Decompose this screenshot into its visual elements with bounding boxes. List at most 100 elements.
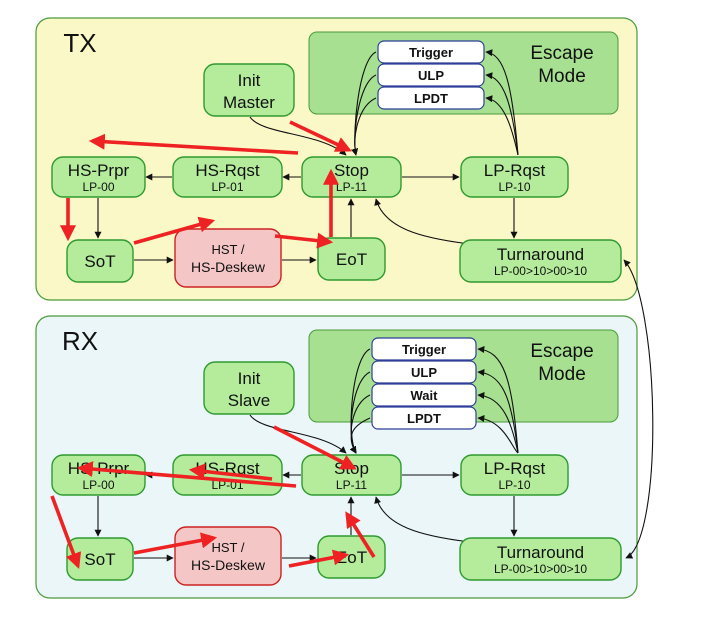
tx-state-sot-box: [66, 239, 134, 283]
rx-state-turnaround-box: [459, 537, 622, 581]
tx-init-box-rect: [203, 63, 295, 117]
tx-state-hst-sublabel: HS-Deskew: [191, 259, 266, 275]
arrow-tx-rx-turnaround-link: [623, 259, 654, 559]
tx-state-hst-box: [174, 228, 282, 288]
tx-init-label: Init: [238, 71, 261, 90]
rx-command-lpdt-label: LPDT: [407, 411, 441, 426]
rx-state-turnaround-sublabel: LP-00>10>00>10: [494, 562, 587, 576]
rx-command-trigger: Trigger: [371, 337, 477, 361]
tx-state-sot-label: SoT: [84, 252, 115, 271]
rx-command-ulp-box: [371, 360, 477, 384]
rx-command-lpdt: LPDT: [371, 406, 477, 430]
tx-title: TX: [63, 28, 96, 58]
tx-state-hs-prpr-label: HS-Prpr: [68, 161, 130, 180]
tx-state-hs-prpr-sublabel: LP-00: [82, 180, 114, 194]
rx-state-hst-label: HST /: [212, 540, 245, 555]
tx-state-eot-box: [317, 237, 386, 281]
tx-command-ulp-label: ULP: [418, 68, 444, 83]
rx-command-ulp: ULP: [371, 360, 477, 384]
rx-init-label-2: Slave: [228, 391, 271, 410]
tx-arrow-lp-rqst-to-command-1: [485, 72, 519, 156]
rx-state-hst-sublabel: HS-Deskew: [191, 557, 266, 573]
rx-arrow-turnaround-to-stop: [374, 496, 471, 543]
tx-state-lp-rqst-sublabel: LP-10: [498, 180, 530, 194]
rx-state-hst: HST / HS-Deskew: [174, 526, 282, 586]
tx-escape-mode-label: Escape: [530, 43, 593, 64]
rx-arrow-lp-rqst-to-command-2: [477, 392, 519, 454]
tx-state-stop-box: [301, 156, 402, 198]
tx-state-turnaround-label: Turnaround: [497, 245, 584, 264]
tx-state-sot: SoT: [66, 239, 134, 283]
rx-state-stop-box: [301, 454, 402, 496]
tx-command-lpdt-label: LPDT: [414, 91, 448, 106]
tx-command-trigger-label: Trigger: [409, 45, 453, 60]
tx-arrow-turnaround-to-stop: [374, 198, 471, 245]
rx-state-hs-prpr-sublabel: LP-00: [82, 478, 114, 492]
rx-red-arrow-eot-to-stop: [345, 511, 376, 558]
rx-state-lp-rqst-label: LP-Rqst: [484, 459, 546, 478]
tx-arrow-lp-rqst-to-command-0: [485, 49, 519, 156]
rx-arrow-lp-rqst-to-command-1: [477, 369, 519, 454]
rx-command-ulp-label: ULP: [411, 365, 437, 380]
tx-red-arrow-sot-to-hst: [133, 216, 216, 245]
tx-arrow-command-2-to-stop: [351, 97, 377, 156]
tx-arrow-lp-rqst-to-command-2: [485, 95, 519, 156]
tx-red-arrow-init-to-stop: [289, 120, 352, 152]
rx-escape-mode-label-2: Mode: [538, 364, 586, 385]
tx-command-trigger-box: [377, 40, 485, 64]
tx-state-eot: EoT: [317, 237, 386, 281]
rx-state-sot-label: SoT: [84, 550, 115, 569]
tx-state-hst: HST / HS-Deskew: [174, 228, 282, 288]
tx-state-lp-rqst-box: [460, 156, 569, 198]
rx-red-arrow-hst-to-eot: [288, 549, 350, 568]
tx-escape-mode-label-2: Mode: [538, 66, 586, 87]
rx-command-trigger-label: Trigger: [402, 342, 446, 357]
rx-arrow-init-to-stop: [249, 414, 347, 454]
tx-state-turnaround-sublabel: LP-00>10>00>10: [494, 264, 587, 278]
rx-command-lpdt-box: [371, 406, 477, 430]
tx-command-ulp: ULP: [377, 63, 485, 87]
red-arrows-layer: [50, 120, 376, 569]
rx-init-label: Init: [238, 369, 261, 388]
rx-state-hst-box: [174, 526, 282, 586]
tx-state-hs-rqst-box: [172, 156, 283, 198]
tx-state-lp-rqst-label: LP-Rqst: [484, 161, 546, 180]
tx-command-trigger: Trigger: [377, 40, 485, 64]
rx-init-box-rect: [203, 361, 295, 415]
nodes-layer: InitMasterTriggerULPLPDTHS-PrprLP-00HS-R…: [51, 40, 622, 586]
rx-red-arrow-sot-to-hst: [133, 532, 218, 555]
tx-state-hs-rqst-label: HS-Rqst: [195, 161, 260, 180]
tx-state-turnaround-box: [459, 239, 622, 283]
rx-escape-mode-label: Escape: [530, 341, 593, 362]
tx-state-hs-prpr-box: [51, 156, 146, 198]
tx-state-eot-label: EoT: [336, 250, 367, 269]
rx-state-lp-rqst-box: [460, 454, 569, 496]
rx-title: RX: [62, 326, 98, 356]
rx-red-arrow-stop-to-hs-rqst: [76, 461, 297, 488]
rx-command-wait-label: Wait: [411, 388, 439, 403]
tx-state-stop-label: Stop: [334, 161, 369, 180]
tx-command-lpdt: LPDT: [377, 86, 485, 110]
tx-state-stop-sublabel: LP-11: [336, 180, 367, 194]
rx-command-wait-box: [371, 383, 477, 407]
tx-red-arrow-stop-to-hs-prpr: [88, 133, 299, 155]
tx-command-lpdt-box: [377, 86, 485, 110]
tx-state-hst-label: HST /: [212, 242, 245, 257]
rx-red-arrow-hs-rqst-to-hs-prpr: [188, 463, 273, 481]
tx-init-label-2: Master: [223, 93, 275, 112]
rx-state-turnaround-label: Turnaround: [497, 543, 584, 562]
rx-arrow-command-3-to-stop: [349, 417, 371, 454]
rx-command-wait: Wait: [371, 383, 477, 407]
tx-red-arrow-hst-to-eot: [274, 232, 334, 249]
